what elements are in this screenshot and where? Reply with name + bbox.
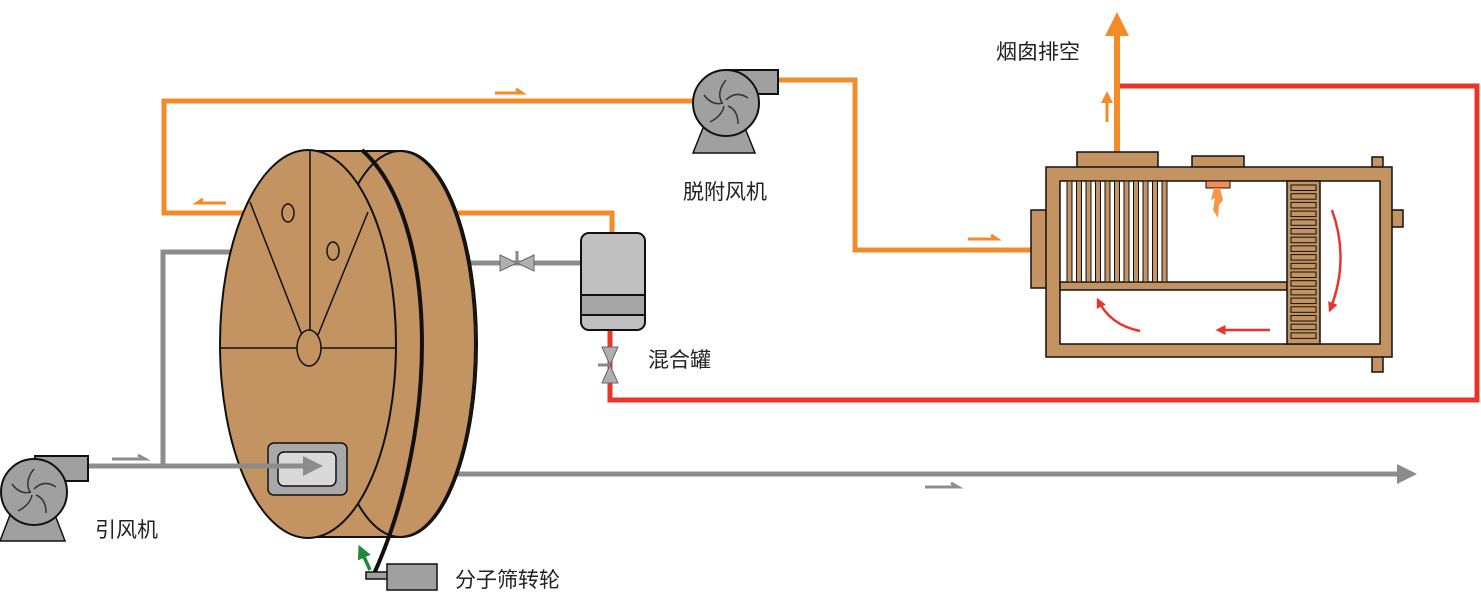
chimney-label: 烟囱排空 [996, 40, 1080, 64]
rotation-arrow-icon [357, 544, 372, 571]
zeolite-rotor-wheel [219, 148, 478, 577]
ceramic-bed-slats [1290, 184, 1317, 339]
cooling-pipe-to-tank [450, 210, 615, 234]
slat [1290, 288, 1317, 296]
fin [1104, 180, 1111, 283]
heat-exchange-fins [1066, 180, 1168, 283]
fin [1076, 180, 1082, 283]
slat [1290, 210, 1317, 218]
rto-oxidizer [1030, 151, 1404, 373]
mixing-tank-label: 混合罐 [648, 348, 711, 372]
slat [1290, 219, 1317, 226]
slat [1290, 245, 1317, 252]
fin [1161, 180, 1168, 283]
slat [1290, 254, 1317, 261]
fin [1133, 180, 1139, 283]
slat [1290, 332, 1317, 339]
fin [1066, 180, 1073, 283]
slat [1290, 262, 1317, 270]
slat [1290, 306, 1317, 313]
fin [1114, 180, 1120, 283]
desorption-pipe-to-fan [161, 98, 695, 216]
bypass-valve[interactable] [499, 251, 535, 272]
tank-outlet-valve[interactable] [598, 346, 619, 384]
fin [1085, 180, 1092, 283]
induced-fan-label: 引风机 [95, 518, 158, 542]
slat [1290, 184, 1317, 191]
fin [1152, 180, 1158, 283]
slat [1290, 297, 1317, 305]
slat [1290, 236, 1317, 244]
slat [1290, 315, 1317, 322]
slat [1290, 271, 1317, 278]
desorption-pipe-to-oven [776, 77, 1032, 253]
mixing-tank [580, 232, 646, 331]
slat [1290, 201, 1317, 209]
burner-flame-icon [1211, 188, 1223, 218]
fin [1142, 180, 1149, 283]
slat [1290, 323, 1317, 331]
desorption-fan [691, 69, 779, 154]
fin [1095, 180, 1101, 283]
zeolite-wheel-label: 分子筛转轮 [455, 568, 560, 592]
slat [1290, 193, 1317, 200]
desorption-fan-label: 脱附风机 [683, 180, 767, 204]
flow-arrow-icon [495, 87, 527, 95]
flow-arrow-icon [925, 481, 964, 489]
flow-arrow-icon [112, 453, 151, 461]
slat [1290, 228, 1317, 235]
slat [1290, 280, 1317, 287]
drive-motor [365, 563, 438, 591]
fin [1123, 180, 1130, 283]
induced-draft-fan [0, 455, 89, 542]
flow-arrow-icon [192, 197, 226, 205]
flow-arrow-icon [968, 233, 1002, 241]
